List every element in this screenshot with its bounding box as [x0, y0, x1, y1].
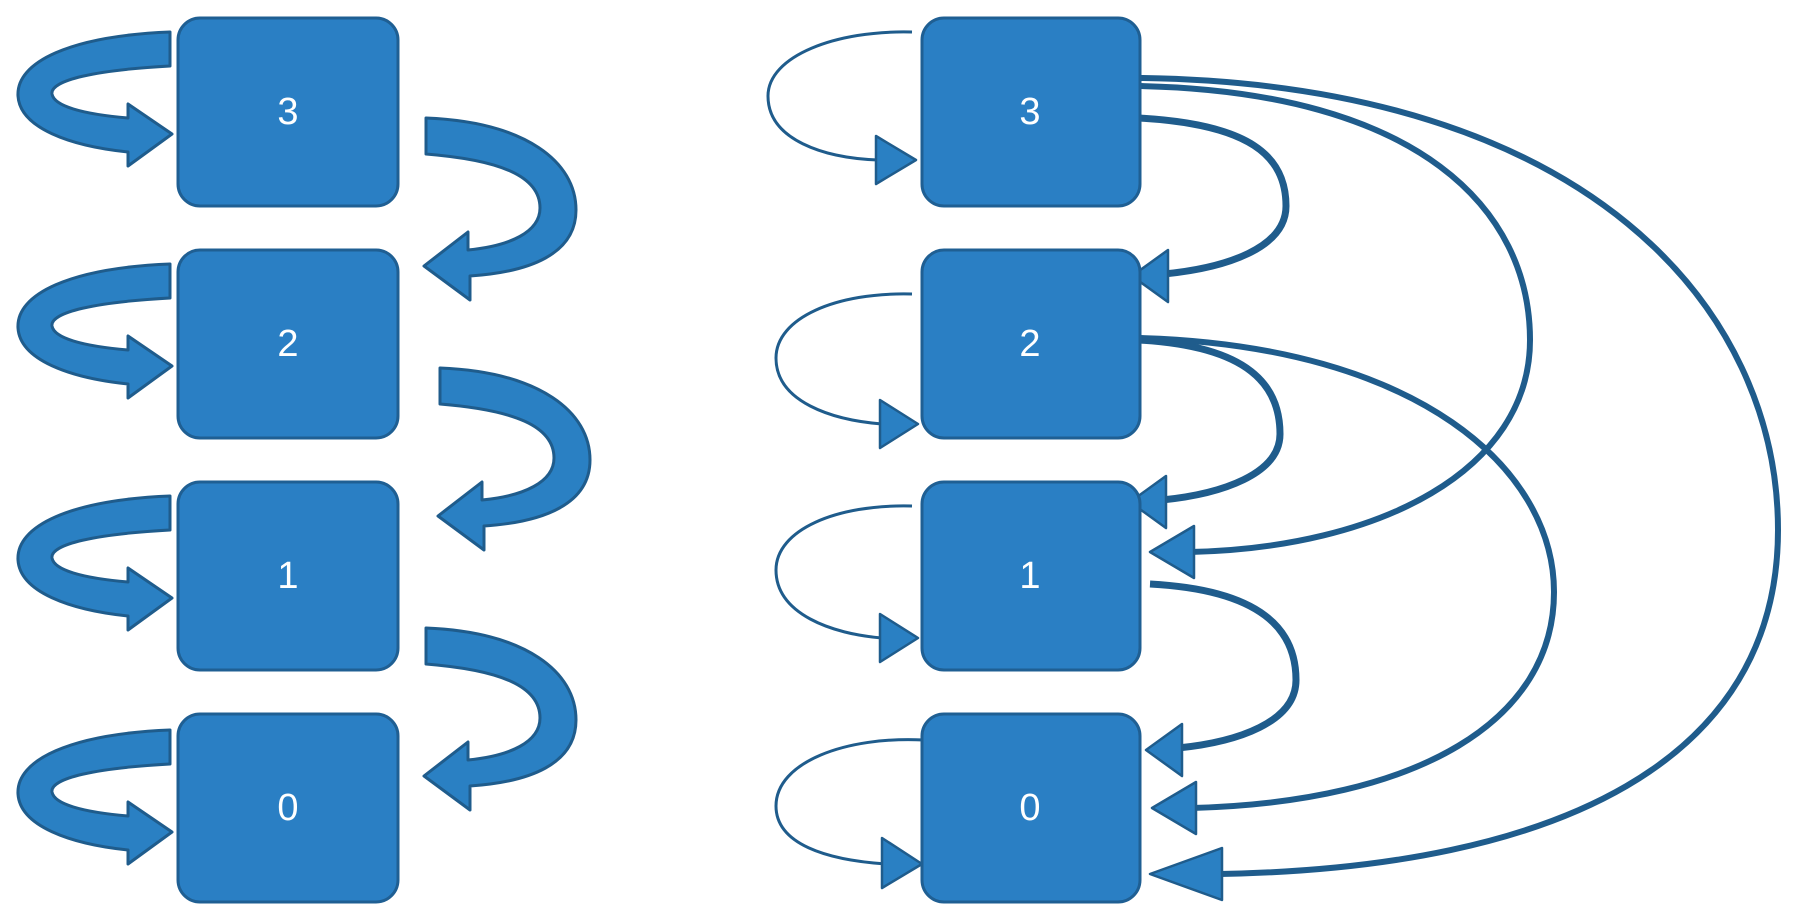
left-transition-arrow-2-to-1	[436, 366, 592, 552]
right-state-2-label: 2	[1019, 323, 1040, 365]
left-state-1: 1	[176, 480, 400, 672]
left-transition-arrow-1-to-0	[422, 626, 578, 812]
right-transition-arrow-2-to-0	[1139, 335, 1558, 836]
right-self-loop-arrow-3	[766, 30, 918, 186]
right-transition-arrow-3-to-2	[1130, 114, 1290, 304]
right-state-3-label: 3	[1019, 91, 1040, 133]
left-state-2: 2	[176, 248, 400, 440]
left-state-0: 0	[176, 712, 400, 904]
right-state-1-label: 1	[1019, 555, 1040, 597]
left-state-2-box	[176, 248, 400, 440]
left-self-loop-arrow-0	[16, 728, 174, 866]
right-state-1: 1	[920, 480, 1142, 672]
right-state-0-label: 0	[1019, 787, 1040, 829]
left-state-1-box	[176, 480, 400, 672]
right-state-1-box	[920, 480, 1142, 672]
right-state-2: 2	[920, 248, 1142, 440]
right-transition-arrow-2-to-1	[1128, 336, 1284, 530]
right-transition-arrow-3-to-0	[1139, 75, 1782, 902]
right-state-0-box	[920, 712, 1142, 904]
left-self-loop-arrow-1	[16, 494, 174, 632]
right-state-3-box	[920, 16, 1142, 208]
right-transition-arrow-3-to-1	[1139, 83, 1534, 580]
left-state-0-label: 0	[277, 787, 298, 829]
right-state-0: 0	[920, 712, 1142, 904]
left-transition-arrow-3-to-2	[422, 116, 578, 302]
left-self-loop-arrow-3	[16, 30, 174, 168]
right-state-3: 3	[920, 16, 1142, 208]
left-state-2-label: 2	[277, 323, 298, 365]
left-state-3-box	[176, 16, 400, 208]
right-self-loop-arrow-2	[774, 292, 920, 450]
right-self-loop-arrow-0	[774, 738, 925, 890]
right-self-loop-arrow-1	[774, 504, 920, 664]
right-state-2-box	[920, 248, 1142, 440]
left-state-1-label: 1	[277, 555, 298, 597]
right-chain: 3 2 1 0	[766, 16, 1782, 904]
left-state-3-label: 3	[277, 91, 298, 133]
right-transition-arrow-1-to-0	[1144, 580, 1300, 778]
left-chain: 3 2 1 0	[16, 16, 592, 904]
left-state-0-box	[176, 712, 400, 904]
left-self-loop-arrow-2	[16, 262, 174, 400]
left-state-3: 3	[176, 16, 400, 208]
